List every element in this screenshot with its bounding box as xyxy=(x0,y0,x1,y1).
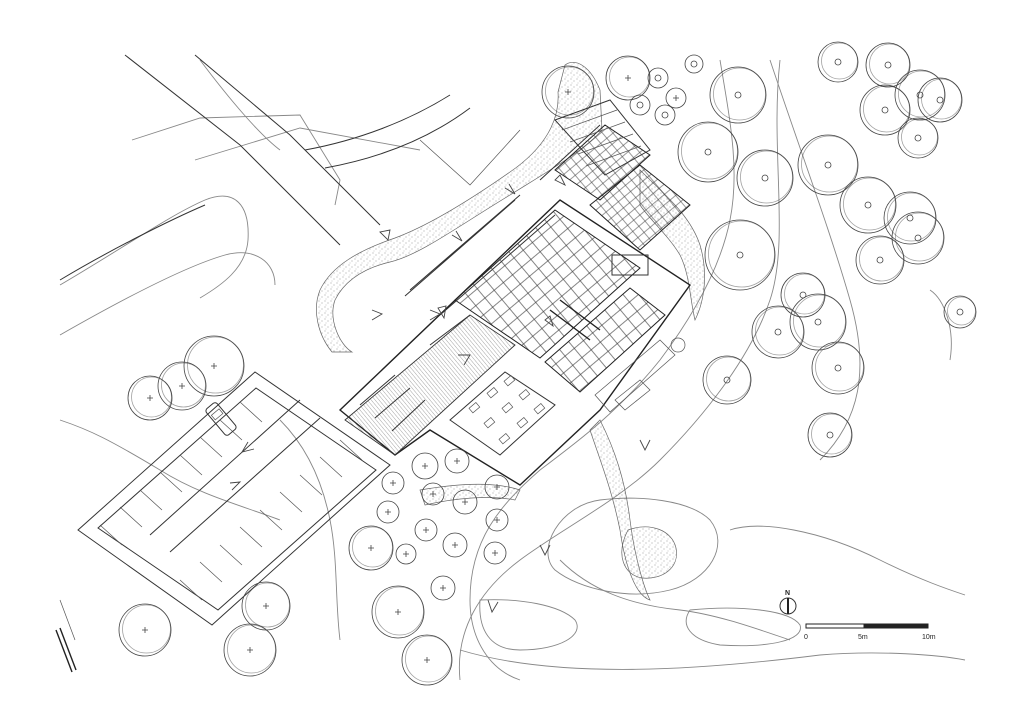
tree xyxy=(605,55,651,101)
tree xyxy=(127,375,173,421)
tree xyxy=(817,41,859,83)
tree xyxy=(647,67,669,89)
greenhouse-side xyxy=(589,164,691,251)
tree xyxy=(183,335,245,397)
tree xyxy=(839,176,897,234)
tree xyxy=(654,104,676,126)
car xyxy=(205,402,237,436)
parking-lot xyxy=(77,371,391,626)
tree xyxy=(223,623,277,677)
pergola xyxy=(554,99,651,176)
tree xyxy=(442,532,468,558)
tree xyxy=(797,134,859,196)
tree xyxy=(157,361,207,411)
tree xyxy=(629,94,651,116)
tree xyxy=(444,448,470,474)
entrance-deck xyxy=(344,314,516,456)
circulation-arrows xyxy=(229,174,651,614)
scale-label-5m: 5m xyxy=(858,634,868,641)
greenhouse-upper xyxy=(554,124,651,201)
tree xyxy=(855,235,905,285)
tree xyxy=(371,585,425,639)
courtyard-tables xyxy=(468,374,546,445)
parking-stalls xyxy=(99,401,363,601)
tree xyxy=(484,474,510,500)
tree xyxy=(789,293,847,351)
tree xyxy=(430,575,456,601)
tree xyxy=(381,471,405,495)
tree xyxy=(452,489,478,515)
building-complex xyxy=(338,99,691,486)
courtyard xyxy=(449,371,556,456)
tree xyxy=(485,508,509,532)
north-arrow: N xyxy=(779,590,797,615)
tree xyxy=(943,295,977,329)
tree xyxy=(897,117,939,159)
tree xyxy=(118,603,172,657)
scale-label-0: 0 xyxy=(804,634,808,641)
tree xyxy=(704,219,776,291)
tree xyxy=(348,525,394,571)
greenhouse-main xyxy=(454,209,641,359)
tree xyxy=(677,121,739,183)
trees xyxy=(118,41,977,686)
tree xyxy=(807,412,853,458)
scale-label-10m: 10m xyxy=(922,634,936,641)
tree xyxy=(421,482,445,506)
gravel-path xyxy=(316,62,705,601)
tree xyxy=(859,84,911,136)
tree xyxy=(891,211,945,265)
north-label: N xyxy=(785,590,790,597)
contour-lines xyxy=(59,59,966,681)
tree xyxy=(401,634,453,686)
tree xyxy=(751,305,805,359)
tree xyxy=(414,518,438,542)
tree xyxy=(702,355,752,405)
tree xyxy=(917,77,963,123)
tree xyxy=(709,66,767,124)
tree xyxy=(241,581,291,631)
scale-bar: 0 5m 10m xyxy=(804,623,936,641)
greenhouse-lower xyxy=(544,287,666,393)
tree xyxy=(395,543,417,565)
tree xyxy=(376,500,400,524)
tree xyxy=(665,87,687,109)
tree xyxy=(736,149,794,207)
tree xyxy=(865,42,911,88)
tree xyxy=(483,541,507,565)
tree xyxy=(541,65,595,119)
tree xyxy=(411,452,439,480)
tree xyxy=(894,69,946,121)
tree xyxy=(811,341,865,395)
road-lines xyxy=(55,54,521,673)
tree xyxy=(684,54,704,74)
